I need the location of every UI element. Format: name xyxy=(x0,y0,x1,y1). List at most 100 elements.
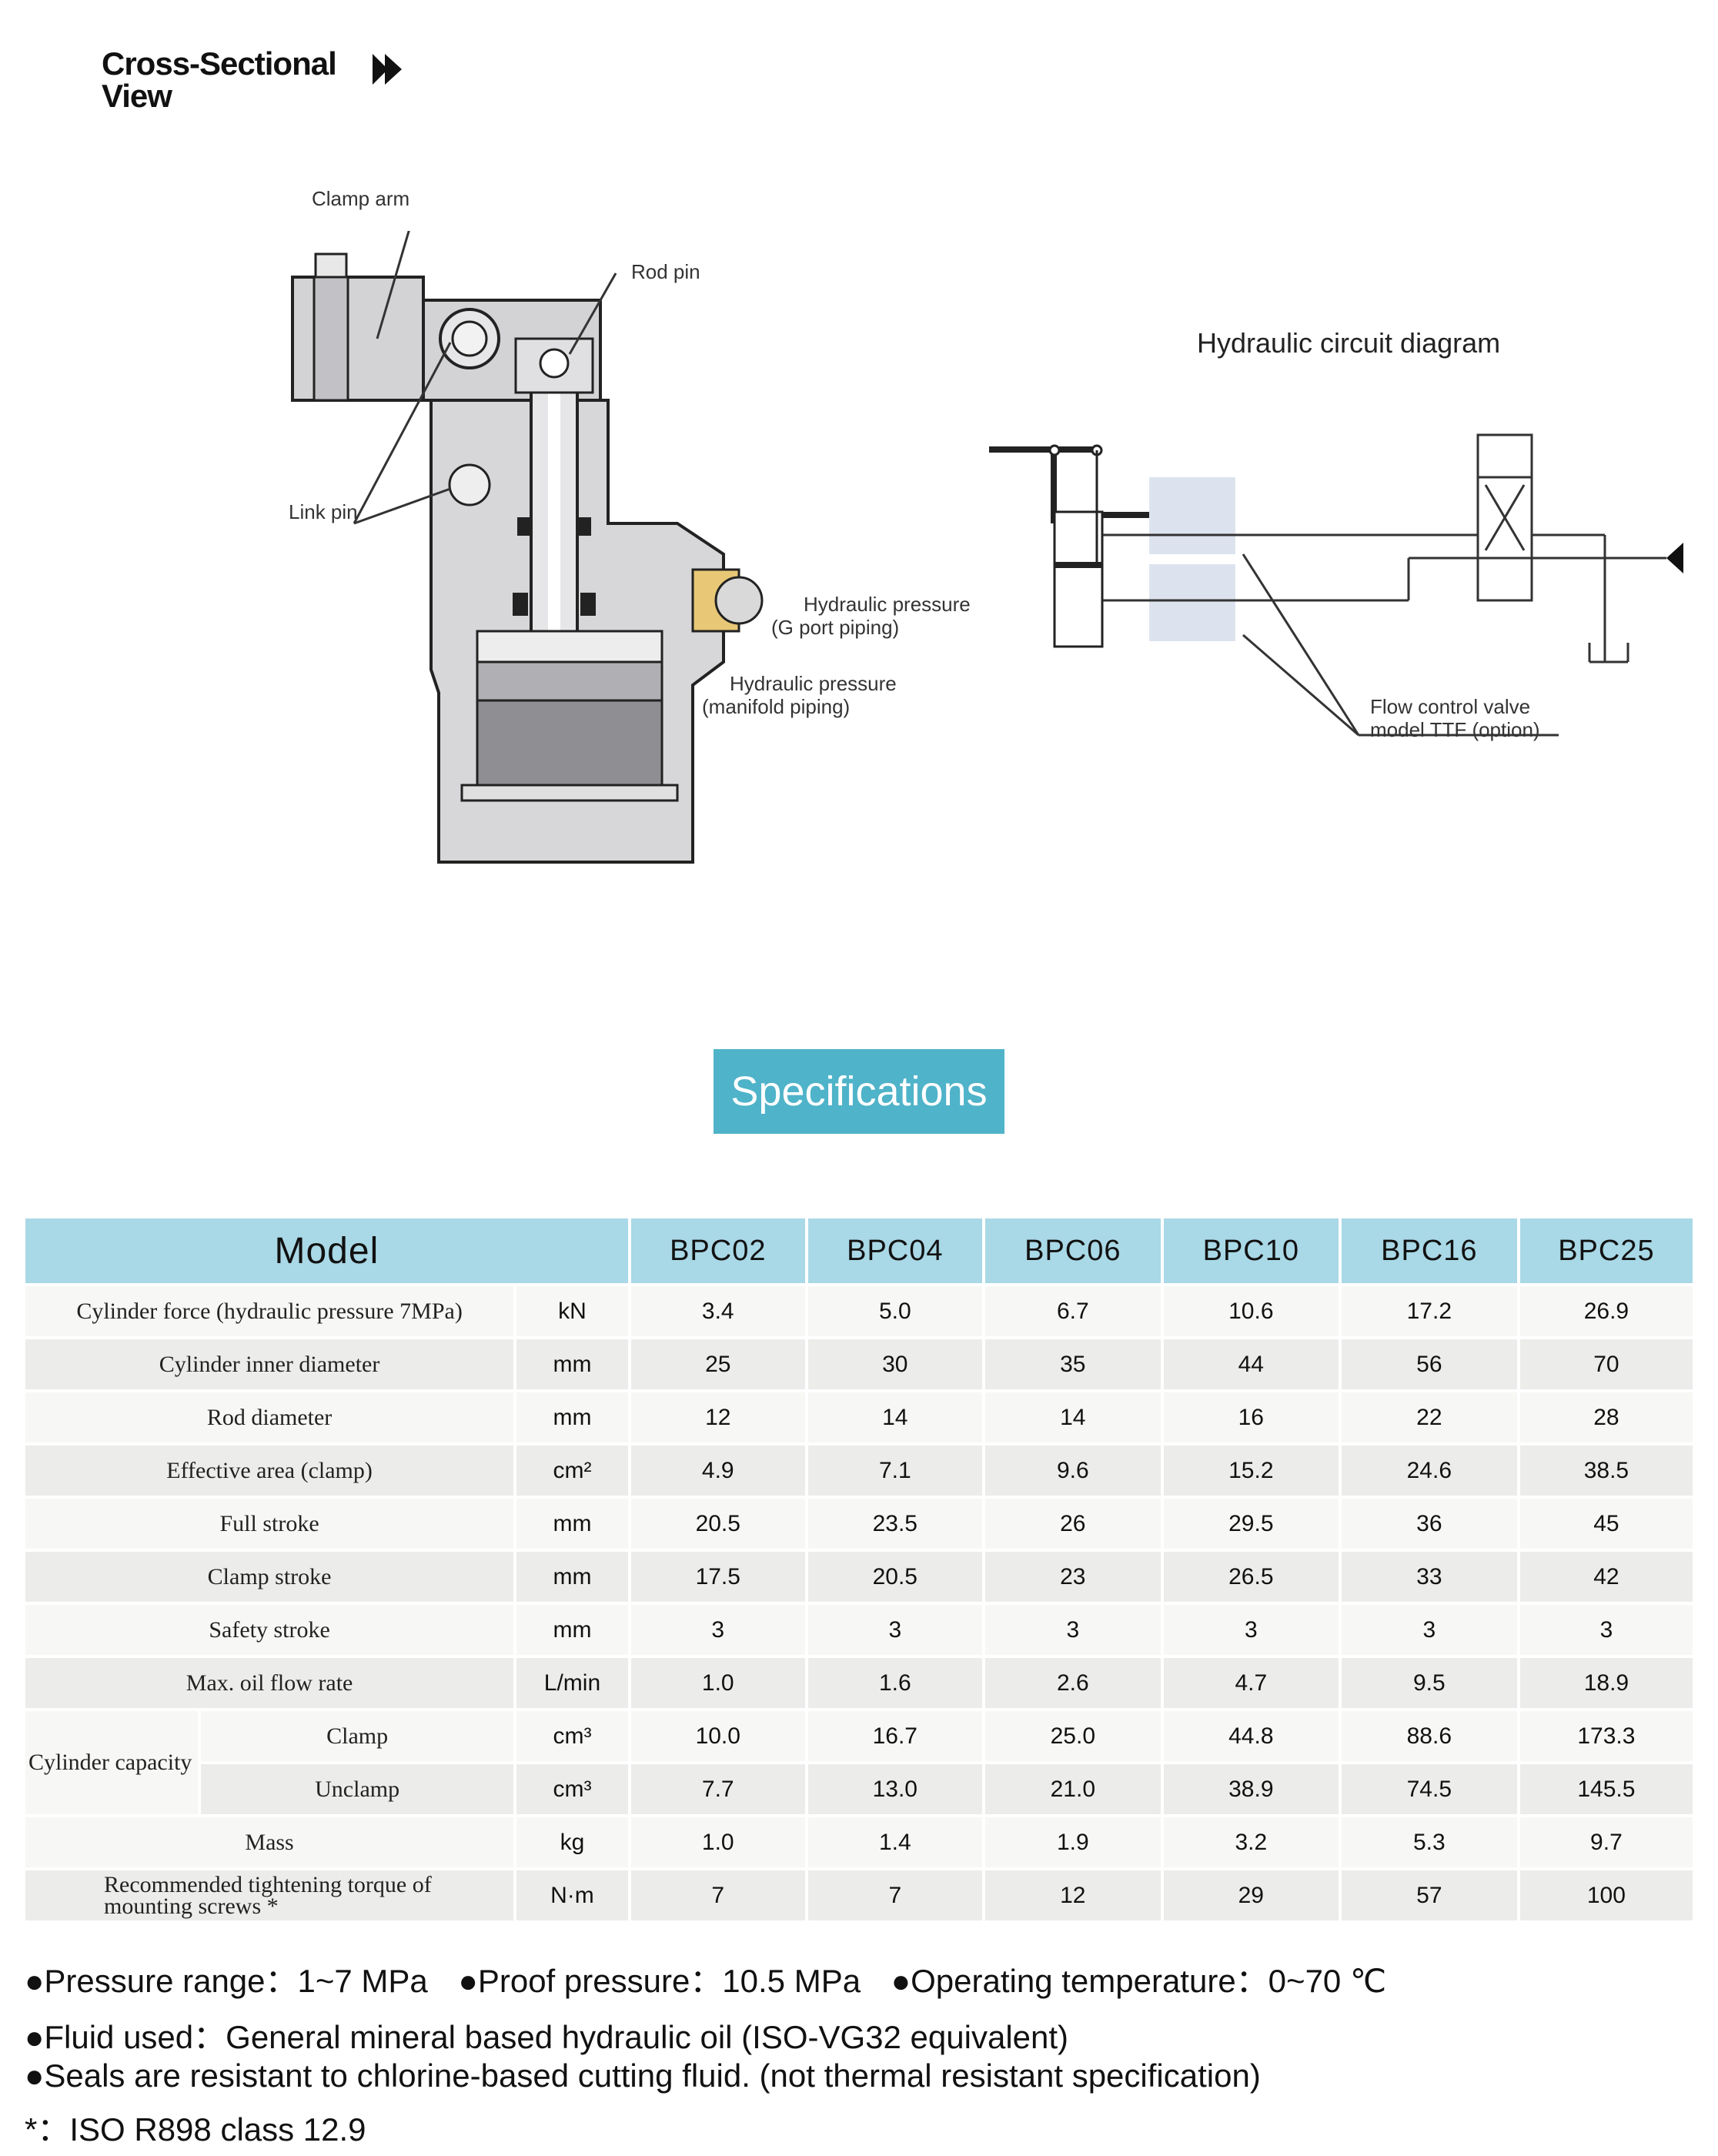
value-cell: 9.7 xyxy=(1516,1814,1696,1870)
label-rod-pin: Rod pin xyxy=(631,260,700,283)
label-flow-control-valve: Flow control valve model TTF (option) xyxy=(1370,695,1540,741)
value-cell: 33 xyxy=(1338,1549,1520,1605)
title-line-2: View xyxy=(102,78,172,114)
value-cell: 5.0 xyxy=(804,1283,985,1339)
value-cell: 4.9 xyxy=(627,1442,808,1499)
value-cell: 6.7 xyxy=(981,1283,1164,1339)
table-row: Clamp stroke mm 17.5 20.5 23 26.5 33 42 xyxy=(22,1549,1696,1605)
value-cell: 26 xyxy=(981,1496,1164,1552)
value-cell: 23 xyxy=(981,1549,1164,1605)
unit-cell: mm xyxy=(513,1549,631,1605)
value-cell: 9.5 xyxy=(1338,1655,1520,1711)
value-cell: 44 xyxy=(1160,1336,1342,1392)
label-hydraulic-manifold: Hydraulic pressure (manifold piping) xyxy=(702,672,897,718)
value-cell: 7 xyxy=(804,1867,985,1924)
value-cell: 26.9 xyxy=(1516,1283,1696,1339)
specifications-banner: Specifications xyxy=(714,1049,1004,1134)
value-cell: 22 xyxy=(1338,1389,1520,1446)
unit-cell: mm xyxy=(513,1336,631,1392)
model-header-cell: BPC10 xyxy=(1160,1215,1342,1286)
value-cell: 7.1 xyxy=(804,1442,985,1499)
model-header-cell: BPC06 xyxy=(981,1215,1164,1286)
value-cell: 25 xyxy=(627,1336,808,1392)
value-cell: 1.6 xyxy=(804,1655,985,1711)
hydraulic-circuit-diagram xyxy=(989,433,1683,737)
value-cell: 2.6 xyxy=(981,1655,1164,1711)
value-cell: 173.3 xyxy=(1516,1708,1696,1764)
model-header-cell: BPC25 xyxy=(1516,1215,1696,1286)
value-cell: 3 xyxy=(1160,1602,1342,1658)
param-cell: Unclamp xyxy=(198,1761,517,1817)
value-cell: 3 xyxy=(1338,1602,1520,1658)
param-cell: Mass xyxy=(22,1814,517,1870)
value-cell: 4.7 xyxy=(1160,1655,1342,1711)
value-cell: 42 xyxy=(1516,1549,1696,1605)
param-cell: Safety stroke xyxy=(22,1602,517,1658)
value-cell: 16 xyxy=(1160,1389,1342,1446)
unit-cell: mm xyxy=(513,1389,631,1446)
unit-cell: cm³ xyxy=(513,1708,631,1764)
value-cell: 24.6 xyxy=(1338,1442,1520,1499)
unit-cell: mm xyxy=(513,1496,631,1552)
value-cell: 30 xyxy=(804,1336,985,1392)
value-cell: 3 xyxy=(627,1602,808,1658)
model-header-cell: BPC04 xyxy=(804,1215,985,1286)
value-cell: 10.6 xyxy=(1160,1283,1342,1339)
value-cell: 17.2 xyxy=(1338,1283,1520,1339)
param-cell: Cylinder inner diameter xyxy=(22,1336,517,1392)
double-arrow-icon xyxy=(373,54,402,85)
table-row: Full stroke mm 20.5 23.5 26 29.5 36 45 xyxy=(22,1496,1696,1552)
specifications-table: Model BPC02 BPC04 BPC06 BPC10 BPC16 BPC2… xyxy=(22,1215,1696,1924)
table-row: Cylinder capacity Clamp cm³ 10.0 16.7 25… xyxy=(22,1708,1696,1817)
value-cell: 7.7 xyxy=(627,1761,808,1817)
param-cell: Clamp xyxy=(198,1708,517,1764)
value-cell: 15.2 xyxy=(1160,1442,1342,1499)
table-row: Effective area (clamp) cm² 4.9 7.1 9.6 1… xyxy=(22,1442,1696,1499)
value-cell: 3 xyxy=(981,1602,1164,1658)
value-cell: 25.0 xyxy=(981,1708,1164,1764)
circuit-title: Hydraulic circuit diagram xyxy=(1197,327,1501,359)
value-cell: 44.8 xyxy=(1160,1708,1342,1764)
section-title: Cross-Sectional View xyxy=(102,48,402,114)
notes-line-1: ●Pressure range：1~7 MPa ●Proof pressure：… xyxy=(25,1955,1408,2002)
value-cell: 13.0 xyxy=(804,1761,985,1817)
value-cell: 21.0 xyxy=(981,1761,1164,1817)
table-row: Mass kg 1.0 1.4 1.9 3.2 5.3 9.7 xyxy=(22,1814,1696,1870)
unit-cell: cm² xyxy=(513,1442,631,1499)
value-cell: 26.5 xyxy=(1160,1549,1342,1605)
value-cell: 1.0 xyxy=(627,1814,808,1870)
value-cell: 56 xyxy=(1338,1336,1520,1392)
table-row: Cylinder force (hydraulic pressure 7MPa)… xyxy=(22,1283,1696,1339)
param-cell: Full stroke xyxy=(22,1496,517,1552)
value-cell: 20.5 xyxy=(804,1549,985,1605)
value-cell: 7 xyxy=(627,1867,808,1924)
table-row: Recommended tightening torque of mountin… xyxy=(22,1867,1696,1924)
proof-pressure-note: ●Proof pressure：10.5 MPa xyxy=(458,1963,861,1999)
value-cell: 70 xyxy=(1516,1336,1696,1392)
operating-temp-note: ●Operating temperature：0~70 ℃ xyxy=(891,1963,1387,1999)
value-cell: 29.5 xyxy=(1160,1496,1342,1552)
notes-line-2: ●Fluid used：General mineral based hydrau… xyxy=(25,2019,1069,2055)
value-cell: 29 xyxy=(1160,1867,1342,1924)
value-cell: 1.0 xyxy=(627,1655,808,1711)
value-cell: 14 xyxy=(981,1389,1164,1446)
table-row: Cylinder inner diameter mm 25 30 35 44 5… xyxy=(22,1336,1696,1392)
value-cell: 1.9 xyxy=(981,1814,1164,1870)
pressure-range-note: ●Pressure range：1~7 MPa xyxy=(25,1963,428,1999)
value-cell: 36 xyxy=(1338,1496,1520,1552)
model-header-cell: BPC02 xyxy=(627,1215,808,1286)
value-cell: 1.4 xyxy=(804,1814,985,1870)
value-cell: 10.0 xyxy=(627,1708,808,1764)
label-clamp-arm: Clamp arm xyxy=(312,187,410,210)
value-cell: 12 xyxy=(981,1867,1164,1924)
value-cell: 28 xyxy=(1516,1389,1696,1446)
table-row: Max. oil flow rate L/min 1.0 1.6 2.6 4.7… xyxy=(22,1655,1696,1711)
value-cell: 16.7 xyxy=(804,1708,985,1764)
unit-cell: L/min xyxy=(513,1655,631,1711)
value-cell: 35 xyxy=(981,1336,1164,1392)
table-row: Unclamp cm³ 7.7 13.0 21.0 38.9 74.5 145.… xyxy=(24,1761,1696,1817)
value-cell: 5.3 xyxy=(1338,1814,1520,1870)
value-cell: 20.5 xyxy=(627,1496,808,1552)
value-cell: 74.5 xyxy=(1338,1761,1520,1817)
label-link-pin: Link pin xyxy=(289,500,358,523)
